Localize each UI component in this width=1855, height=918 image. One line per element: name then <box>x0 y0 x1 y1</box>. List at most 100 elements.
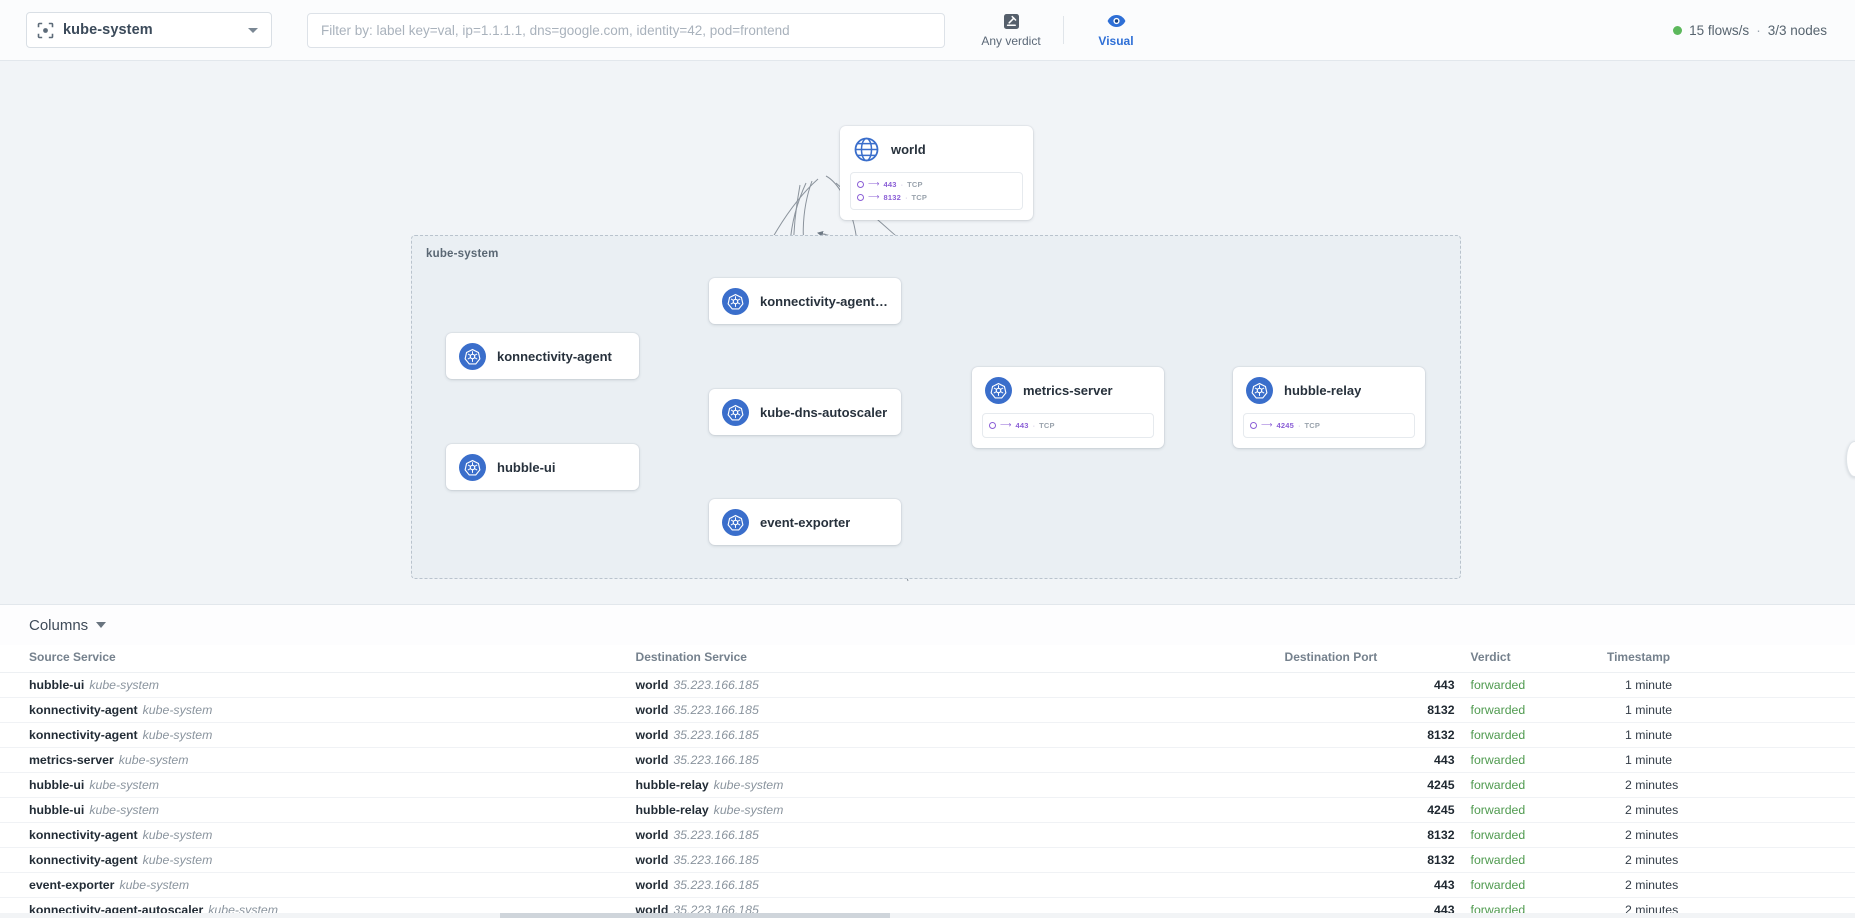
columns-dropdown-button[interactable]: Columns <box>29 617 107 634</box>
column-header-verdict[interactable]: Verdict <box>1470 645 1607 673</box>
node-hubble-relay[interactable]: hubble-relay ⟶ 4245 · TCP <box>1233 367 1425 448</box>
destination-service-detail: 35.223.166.185 <box>673 853 759 867</box>
cell-verdict: forwarded <box>1470 872 1607 898</box>
table-horizontal-scrollbar[interactable] <box>0 913 1855 918</box>
filter-input[interactable] <box>307 12 945 48</box>
node-kube-dns-autoscaler-title: kube-dns-autoscaler <box>760 404 888 420</box>
destination-service-name: world <box>635 753 669 767</box>
node-konnectivity-agent[interactable]: konnectivity-agent <box>446 333 639 379</box>
column-header-destination-service[interactable]: Destination Service <box>635 645 1285 673</box>
cell-destination-port: 443 <box>1284 872 1471 898</box>
column-header-timestamp[interactable]: Timestamp <box>1606 645 1855 673</box>
toolbar-actions: Any verdict Visual <box>969 0 1158 61</box>
source-service-namespace: kube-system <box>142 828 213 842</box>
port-protocol: TCP <box>911 192 928 202</box>
destination-service-detail: kube-system <box>713 803 784 817</box>
cell-timestamp: 2 minutes <box>1606 772 1855 798</box>
source-service-namespace: kube-system <box>118 753 189 767</box>
cell-timestamp: 2 minutes <box>1606 797 1855 823</box>
cell-source-service: hubble-ui kube-system <box>0 797 636 823</box>
port-separator: · <box>904 192 908 202</box>
cell-verdict: forwarded <box>1470 847 1607 873</box>
node-metrics-server[interactable]: metrics-server ⟶ 443 · TCP <box>972 367 1164 448</box>
kubernetes-icon <box>722 508 749 536</box>
visual-mode-label: Visual <box>1098 33 1134 48</box>
node-metrics-server-title: metrics-server <box>1023 382 1113 398</box>
cell-destination-port: 443 <box>1284 747 1471 773</box>
cell-destination-service: world 35.223.166.185 <box>635 847 1285 873</box>
node-hubble-relay-header: hubble-relay <box>1233 367 1425 413</box>
column-header-destination-port[interactable]: Destination Port <box>1284 645 1471 673</box>
cell-destination-port: 8132 <box>1284 822 1471 848</box>
destination-service-name: world <box>635 828 669 842</box>
verdict-filter-button[interactable]: Any verdict <box>969 13 1053 48</box>
node-konnectivity-agent-autoscaler-title: konnectivity-agent-autosc… <box>760 293 888 309</box>
eye-icon <box>1107 13 1126 30</box>
port-entry: ⟶ 8132 · TCP <box>857 191 1016 203</box>
destination-service-detail: kube-system <box>713 778 784 792</box>
port-circle-icon <box>989 421 996 429</box>
node-hubble-ui-header: hubble-ui <box>446 444 639 490</box>
destination-service-name: world <box>635 853 669 867</box>
status-summary: 15 flows/s · 3/3 nodes <box>1673 0 1827 61</box>
node-konnectivity-agent-autoscaler[interactable]: konnectivity-agent-autosc… <box>709 278 901 324</box>
node-metrics-server-ports: ⟶ 443 · TCP <box>982 413 1154 438</box>
node-metrics-server-header: metrics-server <box>972 367 1164 413</box>
scrollbar-thumb-horizontal[interactable] <box>500 913 890 918</box>
cell-destination-port: 4245 <box>1284 797 1471 823</box>
chevron-down-icon <box>96 622 107 628</box>
source-service-name: hubble-ui <box>29 803 85 817</box>
visual-mode-button[interactable]: Visual <box>1074 13 1158 48</box>
toolbar-divider <box>1063 16 1064 44</box>
node-event-exporter-header: event-exporter <box>709 499 901 545</box>
cell-verdict: forwarded <box>1470 697 1607 723</box>
table-header-row: Source Service Destination Service Desti… <box>0 645 1855 673</box>
column-header-source-service[interactable]: Source Service <box>0 645 636 673</box>
service-map-canvas[interactable]: kube-system world ⟶ 443 · <box>0 61 1855 604</box>
node-konnectivity-agent-title: konnectivity-agent <box>497 348 612 364</box>
namespace-selector[interactable]: kube-system <box>26 12 272 48</box>
destination-service-detail: 35.223.166.185 <box>673 828 759 842</box>
port-protocol: TCP <box>1304 420 1321 430</box>
kubernetes-icon <box>459 342 486 370</box>
node-world[interactable]: world ⟶ 443 · TCP ⟶ 8132 · TCP <box>840 126 1033 220</box>
node-kube-dns-autoscaler[interactable]: kube-dns-autoscaler <box>709 389 901 435</box>
destination-service-detail: 35.223.166.185 <box>673 703 759 717</box>
source-service-namespace: kube-system <box>89 803 160 817</box>
flows-panel: Columns Source Service Destination Servi… <box>0 604 1855 918</box>
source-service-name: konnectivity-agent <box>29 728 138 742</box>
verdict-filter-label: Any verdict <box>981 33 1041 48</box>
cell-timestamp: 2 minutes <box>1606 872 1855 898</box>
destination-service-name: hubble-relay <box>635 803 709 817</box>
kubernetes-icon <box>722 287 749 315</box>
cell-timestamp: 1 minute <box>1606 697 1855 723</box>
destination-service-name: world <box>635 728 669 742</box>
cell-verdict: forwarded <box>1470 822 1607 848</box>
source-service-name: hubble-ui <box>29 678 85 692</box>
table-row[interactable]: hubble-ui kube-system hubble-relay kube-sys… <box>0 797 1855 823</box>
namespace-value: kube-system <box>63 22 153 38</box>
node-hubble-ui[interactable]: hubble-ui <box>446 444 639 490</box>
flows-table-body: hubble-ui kube-system world 35.223.166.185 4… <box>0 672 1855 918</box>
cell-timestamp: 2 minutes <box>1606 822 1855 848</box>
node-world-ports: ⟶ 443 · TCP ⟶ 8132 · TCP <box>850 172 1023 210</box>
node-event-exporter[interactable]: event-exporter <box>709 499 901 545</box>
